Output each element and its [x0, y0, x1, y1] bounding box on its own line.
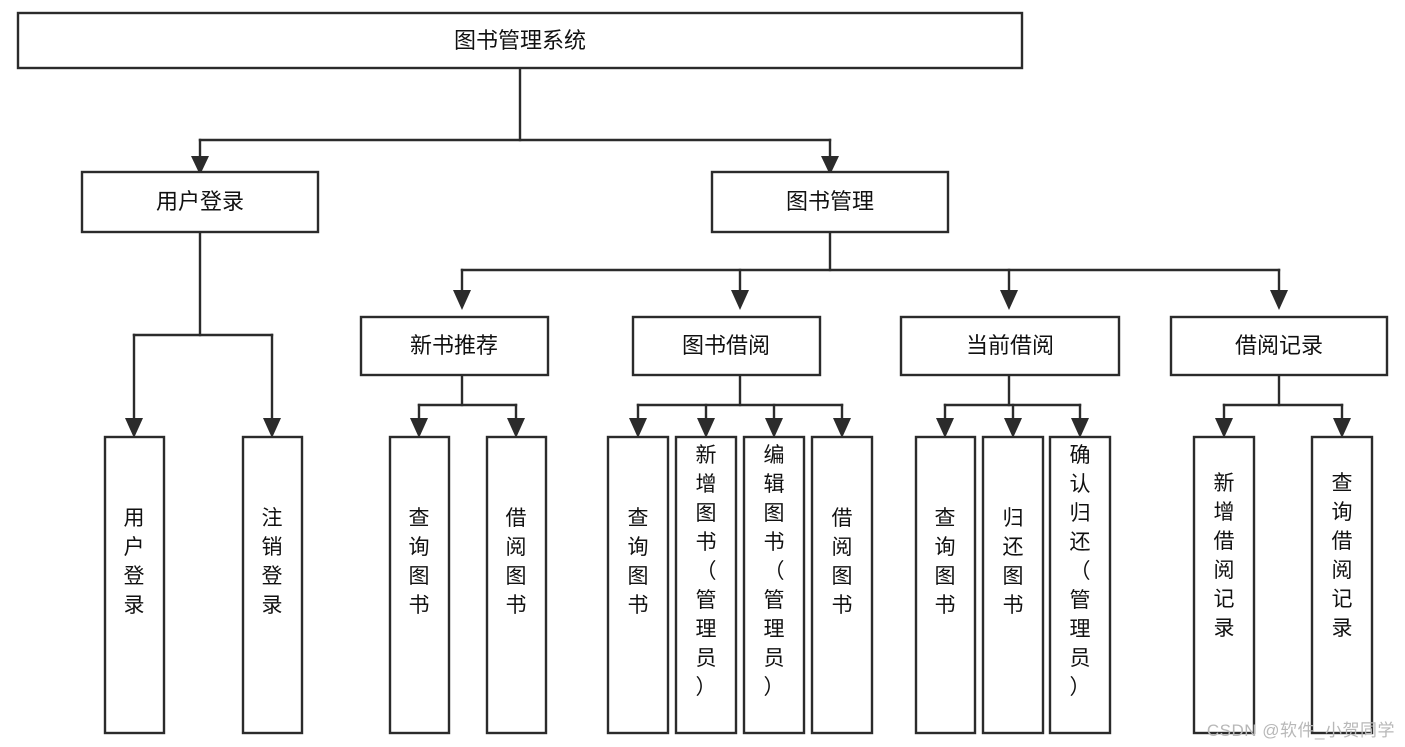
node-leaf-borrow-book-2-label: 借阅图书 [832, 507, 853, 617]
node-leaf-user-login-box[interactable] [103, 435, 166, 735]
node-leaf-edit-book-box[interactable] [742, 435, 806, 735]
arrowhead-leaf-edit-book [765, 418, 783, 438]
connectors-layer [125, 66, 1351, 438]
arrowhead-leaf-return-book [1004, 418, 1022, 438]
arrowhead-leaf-user-login [125, 418, 143, 438]
node-leaf-borrow-book-1-box[interactable] [485, 435, 548, 735]
node-leaf-user-logout-box[interactable] [241, 435, 304, 735]
node-leaf-query-record-box[interactable] [1310, 435, 1374, 735]
node-leaf-add-record-box[interactable] [1192, 435, 1256, 735]
node-leaf-confirm-return-label: 确认归还（管理员） [1070, 444, 1091, 699]
arrowhead-user-login [191, 156, 209, 175]
node-user-login-box[interactable] [80, 170, 320, 234]
node-user-login-label: 用户登录 [156, 189, 244, 214]
node-leaf-edit-book-label: 编辑图书（管理员） [764, 444, 785, 699]
node-current-borrow-box[interactable] [899, 315, 1121, 377]
node-leaf-query-book-3-label: 查询图书 [935, 507, 956, 617]
node-leaf-return-book-label: 归还图书 [1003, 507, 1024, 617]
node-leaf-query-book-2-box[interactable] [606, 435, 670, 735]
node-leaf-add-book-label: 新增图书（管理员） [696, 444, 717, 699]
node-leaf-query-book-1-label: 查询图书 [409, 507, 430, 617]
arrowhead-leaf-query-book-3 [936, 418, 954, 438]
node-leaf-return-book-box[interactable] [981, 435, 1045, 735]
node-leaf-query-book-1-box[interactable] [388, 435, 451, 735]
arrowhead-book-manage [821, 156, 839, 175]
arrowhead-new-book-recommend [453, 290, 471, 310]
node-leaf-query-record[interactable]: 查询借阅记录 [1310, 435, 1374, 735]
node-root-label: 图书管理系统 [454, 28, 586, 53]
arrowhead-leaf-query-record [1333, 418, 1351, 438]
node-new-book-recommend-label: 新书推荐 [410, 333, 498, 358]
node-leaf-user-logout-label: 注销登录 [262, 507, 283, 617]
node-leaf-confirm-return[interactable]: 确认归还（管理员） [1048, 435, 1112, 735]
node-leaf-return-book[interactable]: 归还图书 [981, 435, 1045, 735]
node-leaf-edit-book[interactable]: 编辑图书（管理员） [742, 435, 806, 735]
csdn-watermark: CSDN @软件_小贺同学 [1206, 721, 1395, 740]
node-leaf-borrow-book-1[interactable]: 借阅图书 [485, 435, 548, 735]
node-leaf-confirm-return-box[interactable] [1048, 435, 1112, 735]
node-borrow-record-label: 借阅记录 [1235, 333, 1323, 358]
node-current-borrow[interactable]: 当前借阅 [899, 315, 1121, 377]
arrowhead-leaf-borrow-book-1 [507, 418, 525, 438]
node-leaf-query-book-1[interactable]: 查询图书 [388, 435, 451, 735]
node-leaf-query-book-3[interactable]: 查询图书 [914, 435, 977, 735]
node-leaf-user-login-label: 用户登录 [124, 507, 145, 617]
node-book-borrow[interactable]: 图书借阅 [631, 315, 822, 377]
node-root-box[interactable] [16, 11, 1024, 70]
arrowhead-current-borrow [1000, 290, 1018, 310]
node-leaf-borrow-book-2-box[interactable] [810, 435, 874, 735]
node-leaf-query-record-label: 查询借阅记录 [1332, 472, 1353, 640]
arrowhead-leaf-user-logout [263, 418, 281, 438]
arrowhead-leaf-add-book [697, 418, 715, 438]
node-book-borrow-label: 图书借阅 [682, 333, 770, 358]
node-leaf-add-record-label: 新增借阅记录 [1214, 472, 1235, 640]
node-borrow-record-box[interactable] [1169, 315, 1389, 377]
node-leaf-user-logout[interactable]: 注销登录 [241, 435, 304, 735]
arrowhead-leaf-confirm-return [1071, 418, 1089, 438]
arrowhead-leaf-query-book-2 [629, 418, 647, 438]
arrowhead-borrow-record [1270, 290, 1288, 310]
node-leaf-add-record[interactable]: 新增借阅记录 [1192, 435, 1256, 735]
arrowhead-leaf-add-record [1215, 418, 1233, 438]
node-book-manage-box[interactable] [710, 170, 950, 234]
arrowhead-leaf-query-book-1 [410, 418, 428, 438]
node-leaf-query-book-3-box[interactable] [914, 435, 977, 735]
node-current-borrow-label: 当前借阅 [966, 333, 1054, 358]
node-book-manage-label: 图书管理 [786, 189, 874, 214]
arrowhead-book-borrow [731, 290, 749, 310]
node-leaf-borrow-book-1-label: 借阅图书 [506, 507, 527, 617]
node-borrow-record[interactable]: 借阅记录 [1169, 315, 1389, 377]
node-book-borrow-box[interactable] [631, 315, 822, 377]
arrowhead-leaf-borrow-book-2 [833, 418, 851, 438]
node-root[interactable]: 图书管理系统 [16, 11, 1024, 70]
node-leaf-add-book[interactable]: 新增图书（管理员） [674, 435, 738, 735]
node-leaf-add-book-box[interactable] [674, 435, 738, 735]
node-leaf-user-login[interactable]: 用户登录 [103, 435, 166, 735]
node-leaf-query-book-2-label: 查询图书 [628, 507, 649, 617]
node-leaf-borrow-book-2[interactable]: 借阅图书 [810, 435, 874, 735]
node-user-login[interactable]: 用户登录 [80, 170, 320, 234]
node-leaf-query-book-2[interactable]: 查询图书 [606, 435, 670, 735]
node-book-manage[interactable]: 图书管理 [710, 170, 950, 234]
node-new-book-recommend[interactable]: 新书推荐 [359, 315, 550, 377]
node-new-book-recommend-box[interactable] [359, 315, 550, 377]
